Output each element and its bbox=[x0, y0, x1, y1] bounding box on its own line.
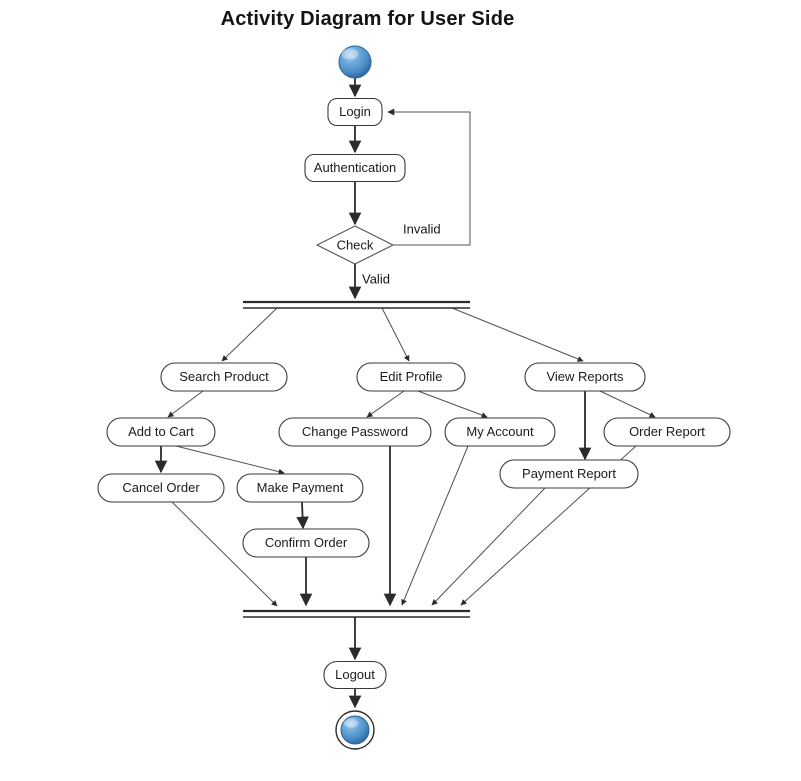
edge-add-to-cart-to-make-payment bbox=[175, 445, 285, 475]
page-title: Activity Diagram for User Side bbox=[220, 8, 515, 30]
activity-search-product[interactable]: Search Product bbox=[160, 362, 288, 392]
activity-login[interactable]: Login bbox=[327, 97, 383, 127]
activity-payment-report[interactable]: Payment Report bbox=[499, 459, 639, 489]
edge-label-valid: Valid bbox=[362, 271, 390, 286]
activity-edit-profile[interactable]: Edit Profile bbox=[356, 362, 466, 392]
activity-confirm-order[interactable]: Confirm Order bbox=[242, 528, 370, 558]
edge-edit-profile-to-my-account bbox=[417, 390, 488, 418]
fork-bar bbox=[243, 300, 470, 309]
initial-node[interactable] bbox=[338, 45, 372, 79]
edge-my-account-to-join bbox=[401, 445, 469, 606]
edge-check-to-login-invalid bbox=[387, 108, 471, 246]
activity-view-reports[interactable]: View Reports bbox=[524, 362, 646, 392]
edge-edit-profile-to-change-password bbox=[366, 390, 405, 418]
activity-order-report-label: Order Report bbox=[629, 424, 705, 439]
activity-edit-profile-label: Edit Profile bbox=[380, 369, 443, 384]
activity-add-to-cart[interactable]: Add to Cart bbox=[106, 417, 216, 447]
activity-my-account[interactable]: My Account bbox=[444, 417, 556, 447]
decision-check[interactable]: Check bbox=[315, 225, 395, 265]
activity-view-reports-label: View Reports bbox=[546, 369, 624, 384]
edge-view-reports-to-order-report bbox=[599, 390, 656, 418]
edge-cancel-order-to-join bbox=[171, 501, 278, 607]
activity-change-password-label: Change Password bbox=[302, 424, 408, 439]
activity-payment-report-label: Payment Report bbox=[522, 466, 616, 481]
activity-authentication-label: Authentication bbox=[314, 160, 396, 175]
edge-payment-report-to-join bbox=[431, 487, 546, 606]
edge-fork-to-edit-profile bbox=[381, 307, 410, 362]
activity-login-label: Login bbox=[339, 104, 371, 119]
edge-fork-to-view-reports bbox=[451, 307, 584, 362]
activity-change-password[interactable]: Change Password bbox=[278, 417, 432, 447]
activity-logout[interactable]: Logout bbox=[323, 660, 387, 690]
activity-my-account-label: My Account bbox=[466, 424, 534, 439]
activity-cancel-order[interactable]: Cancel Order bbox=[97, 473, 225, 503]
activity-cancel-order-label: Cancel Order bbox=[122, 480, 200, 495]
edge-make-payment-to-confirm-order bbox=[296, 501, 309, 530]
activity-make-payment-label: Make Payment bbox=[257, 480, 344, 495]
activity-order-report[interactable]: Order Report bbox=[603, 417, 731, 447]
edge-label-invalid: Invalid bbox=[403, 221, 441, 236]
activity-logout-label: Logout bbox=[335, 667, 375, 682]
edge-fork-to-search-product bbox=[221, 307, 278, 362]
activity-add-to-cart-label: Add to Cart bbox=[128, 424, 194, 439]
activity-confirm-order-label: Confirm Order bbox=[265, 535, 348, 550]
decision-check-label: Check bbox=[337, 237, 374, 252]
activity-search-product-label: Search Product bbox=[179, 369, 269, 384]
join-bar bbox=[243, 609, 470, 618]
final-node[interactable] bbox=[335, 710, 375, 750]
edge-search-product-to-add-to-cart bbox=[167, 390, 204, 418]
activity-make-payment[interactable]: Make Payment bbox=[236, 473, 364, 503]
activity-authentication[interactable]: Authentication bbox=[304, 153, 406, 183]
